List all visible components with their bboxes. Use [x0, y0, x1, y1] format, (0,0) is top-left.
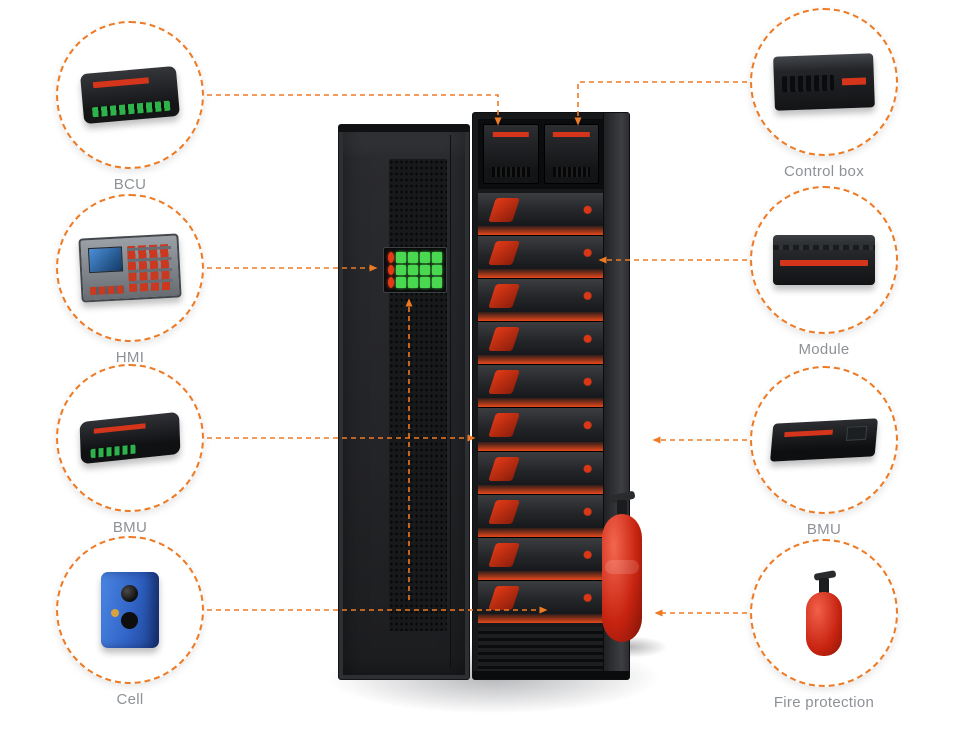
cell-ring [56, 536, 204, 684]
bmu-unit-icon [79, 411, 181, 465]
component-node-hmi: HMI [54, 194, 206, 366]
battery-module [478, 408, 604, 451]
bcu-ring [56, 21, 204, 169]
cabinet-display-panel [383, 247, 447, 293]
control-box-icon [773, 53, 875, 111]
component-label: BMU [112, 519, 148, 536]
battery-module [478, 279, 604, 322]
closed-cabinet [338, 124, 470, 680]
battery-module-icon [773, 235, 875, 285]
battery-module [478, 494, 604, 537]
component-label: Module [798, 341, 850, 358]
bmu-unit-icon [770, 418, 878, 462]
component-label: BMU [806, 521, 842, 538]
module-ring [750, 186, 898, 334]
battery-module [478, 236, 604, 279]
battery-module [478, 451, 604, 494]
fire-protection-ring [750, 539, 898, 687]
component-node-bmu: BMU [54, 364, 206, 536]
battery-module [478, 365, 604, 408]
fire-extinguisher-icon [806, 570, 842, 656]
component-node-control-box: Control box [748, 8, 900, 180]
bmu-right-ring [750, 366, 898, 514]
fire-extinguisher [602, 490, 642, 642]
component-node-fire-protection: Fire protection [748, 539, 900, 711]
component-node-bcu: BCU [54, 21, 206, 193]
component-node-module: Module [748, 186, 900, 358]
battery-cell-icon [101, 572, 159, 648]
hmi-touchscreen-icon [78, 233, 182, 303]
bmu-ring [56, 364, 204, 512]
rack-control-boxes [478, 119, 604, 189]
battery-module [478, 580, 604, 624]
ventilation-grille [389, 159, 447, 631]
component-node-bmu-right: BMU [748, 366, 900, 538]
component-label: Fire protection [773, 694, 875, 711]
control-box-unit [483, 124, 539, 184]
battery-module [478, 193, 604, 236]
battery-module [478, 322, 604, 365]
control-box-unit [543, 124, 599, 184]
battery-module [478, 537, 604, 580]
component-label: Cell [116, 691, 144, 708]
component-label: Control box [783, 163, 864, 180]
battery-module-stack [478, 193, 604, 624]
bcu-controller-icon [80, 65, 180, 125]
control-box-ring [750, 8, 898, 156]
component-label: BCU [113, 176, 147, 193]
hmi-ring [56, 194, 204, 342]
rack-base-vent [478, 627, 604, 673]
component-label: HMI [115, 349, 145, 366]
component-node-cell: Cell [54, 536, 206, 708]
